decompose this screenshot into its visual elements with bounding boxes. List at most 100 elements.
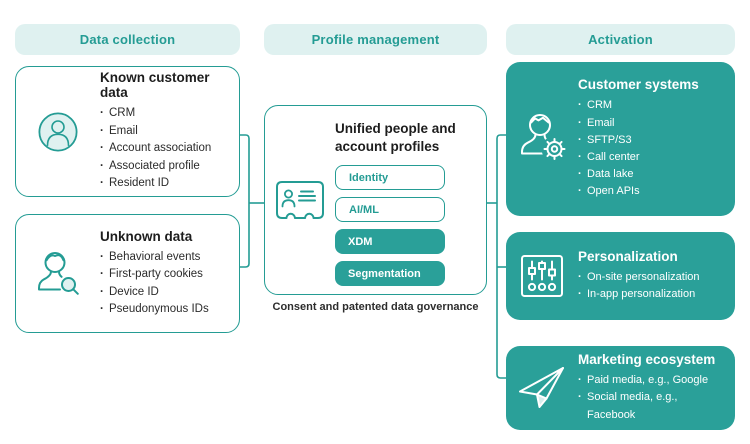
list-item: · Data lake: [578, 166, 727, 183]
list-item-label: Device ID: [109, 285, 159, 298]
bullet-dot: ·: [100, 142, 104, 155]
bullet-dot: ·: [578, 374, 582, 387]
governance-caption: Consent and patented data governance: [272, 301, 479, 313]
customer-systems-list: · CRM · Email · SFTP/S3 · Call center · Data lake…: [578, 97, 727, 200]
list-item-label: In-app personalization: [587, 288, 696, 300]
right-connector-line: [496, 134, 506, 379]
header-label: Activation: [588, 32, 653, 47]
card-title-line2: account profiles: [335, 139, 440, 154]
left-connector-line: [240, 134, 250, 268]
list-item-label: CRM: [587, 99, 613, 112]
id-card-icon-wrap: [265, 106, 335, 294]
header-profile-management: Profile management: [264, 24, 487, 55]
id-card-icon: [276, 181, 324, 219]
person-search-icon: [38, 251, 79, 295]
list-item: · CRM: [100, 105, 231, 122]
list-item: · Call center: [578, 149, 727, 166]
person-gear-icon: [521, 114, 567, 162]
list-item: · On-site personalization: [578, 269, 727, 286]
header-activation: Activation: [506, 24, 735, 55]
bullet-dot: ·: [578, 99, 582, 112]
bullet-dot: ·: [578, 391, 582, 404]
list-item-label: Associated profile: [109, 159, 200, 172]
customer-systems-card: Customer systems · CRM · Email · SFTP/S3 · Call…: [506, 62, 735, 216]
marketing-list: · Paid media, e.g., Google · Social media, …: [578, 372, 727, 424]
sliders-icon: [521, 255, 563, 297]
header-label: Data collection: [79, 32, 176, 47]
list-item: · CRM: [578, 97, 727, 114]
list-item: · In-app personalization: [578, 286, 727, 303]
known-customer-icon-wrap: [16, 67, 100, 196]
known-customer-list: · CRM · Email · Account association · Associate…: [100, 105, 231, 192]
paper-plane-icon: [519, 367, 564, 408]
personalization-icon-wrap: [506, 232, 578, 320]
pill-identity: Identity: [335, 165, 445, 190]
unknown-data-list: · Behavioral events · First-party cookies · D…: [100, 249, 231, 319]
marketing-ecosystem-card: Marketing ecosystem · Paid media, e.g., G…: [506, 346, 735, 430]
bullet-dot: ·: [100, 159, 104, 172]
list-item-label: First-party cookies: [109, 268, 203, 281]
list-item: · Associated profile: [100, 158, 231, 175]
personalization-list: · On-site personalization · In-app personal…: [578, 269, 727, 303]
list-item-label: Open APIs: [587, 185, 640, 198]
list-item-label: Data lake: [587, 168, 634, 181]
list-item-label: SFTP/S3: [587, 133, 632, 146]
bullet-dot: ·: [578, 116, 582, 129]
person-circle-icon: [38, 111, 78, 152]
list-item-label: Pseudonymous IDs: [109, 302, 209, 315]
bullet-dot: ·: [578, 168, 582, 181]
pill-label: Identity: [349, 171, 389, 184]
pill-segmentation: Segmentation: [335, 261, 445, 286]
bullet-dot: ·: [578, 185, 582, 198]
bullet-dot: ·: [100, 302, 104, 315]
list-item: · Pseudonymous IDs: [100, 301, 231, 318]
list-item: · Social media, e.g., Facebook: [578, 389, 727, 423]
list-item: · First-party cookies: [100, 266, 231, 283]
list-item-label: Paid media, e.g., Google: [587, 374, 709, 387]
pill-ai-ml: AI/ML: [335, 197, 445, 222]
bullet-dot: ·: [100, 250, 104, 263]
bullet-dot: ·: [100, 268, 104, 281]
list-item-label: Social media, e.g., Facebook: [587, 391, 678, 421]
list-item-label: Behavioral events: [109, 250, 201, 263]
customer-systems-icon-wrap: [506, 62, 578, 216]
bullet-dot: ·: [578, 151, 582, 163]
list-item: · SFTP/S3: [578, 132, 727, 149]
list-item: · Email: [100, 123, 231, 140]
list-item: · Paid media, e.g., Google: [578, 372, 727, 389]
bullet-dot: ·: [578, 270, 582, 283]
known-customer-data-card: Known customer data · CRM · Email · Account a…: [15, 66, 240, 197]
list-item: · Behavioral events: [100, 249, 231, 266]
list-item: · Device ID: [100, 284, 231, 301]
list-item: · Email: [578, 115, 727, 132]
list-item-label: Email: [109, 124, 138, 137]
bullet-dot: ·: [100, 177, 104, 190]
bullet-dot: ·: [100, 285, 104, 298]
bullet-dot: ·: [578, 133, 582, 146]
list-item-label: Email: [587, 116, 615, 129]
list-item-label: Resident ID: [109, 177, 170, 190]
bullet-dot: ·: [578, 288, 582, 300]
card-title: Customer systems: [578, 77, 699, 93]
list-item-label: CRM: [109, 107, 136, 120]
list-item: · Account association: [100, 140, 231, 157]
marketing-icon-wrap: [506, 346, 578, 430]
card-title-line1: Unified people and: [335, 121, 456, 136]
bullet-dot: ·: [100, 107, 104, 120]
list-item-label: On-site personalization: [587, 270, 700, 283]
list-item: · Resident ID: [100, 175, 231, 192]
pill-label: AI/ML: [349, 203, 379, 216]
card-title: Marketing ecosystem: [578, 352, 716, 368]
pill-xdm: XDM: [335, 229, 445, 254]
unknown-data-icon-wrap: [16, 215, 100, 332]
bullet-dot: ·: [100, 124, 104, 137]
unknown-data-card: Unknown data · Behavioral events · First-pa…: [15, 214, 240, 333]
card-title: Known customer data: [100, 70, 210, 101]
card-title: Unknown data: [100, 228, 193, 244]
personalization-card: Personalization ·On-site personalization…: [506, 232, 735, 320]
list-item-label: Account association: [109, 142, 212, 155]
list-item-label: Call center: [587, 151, 640, 163]
list-item: · Open APIs: [578, 183, 727, 200]
